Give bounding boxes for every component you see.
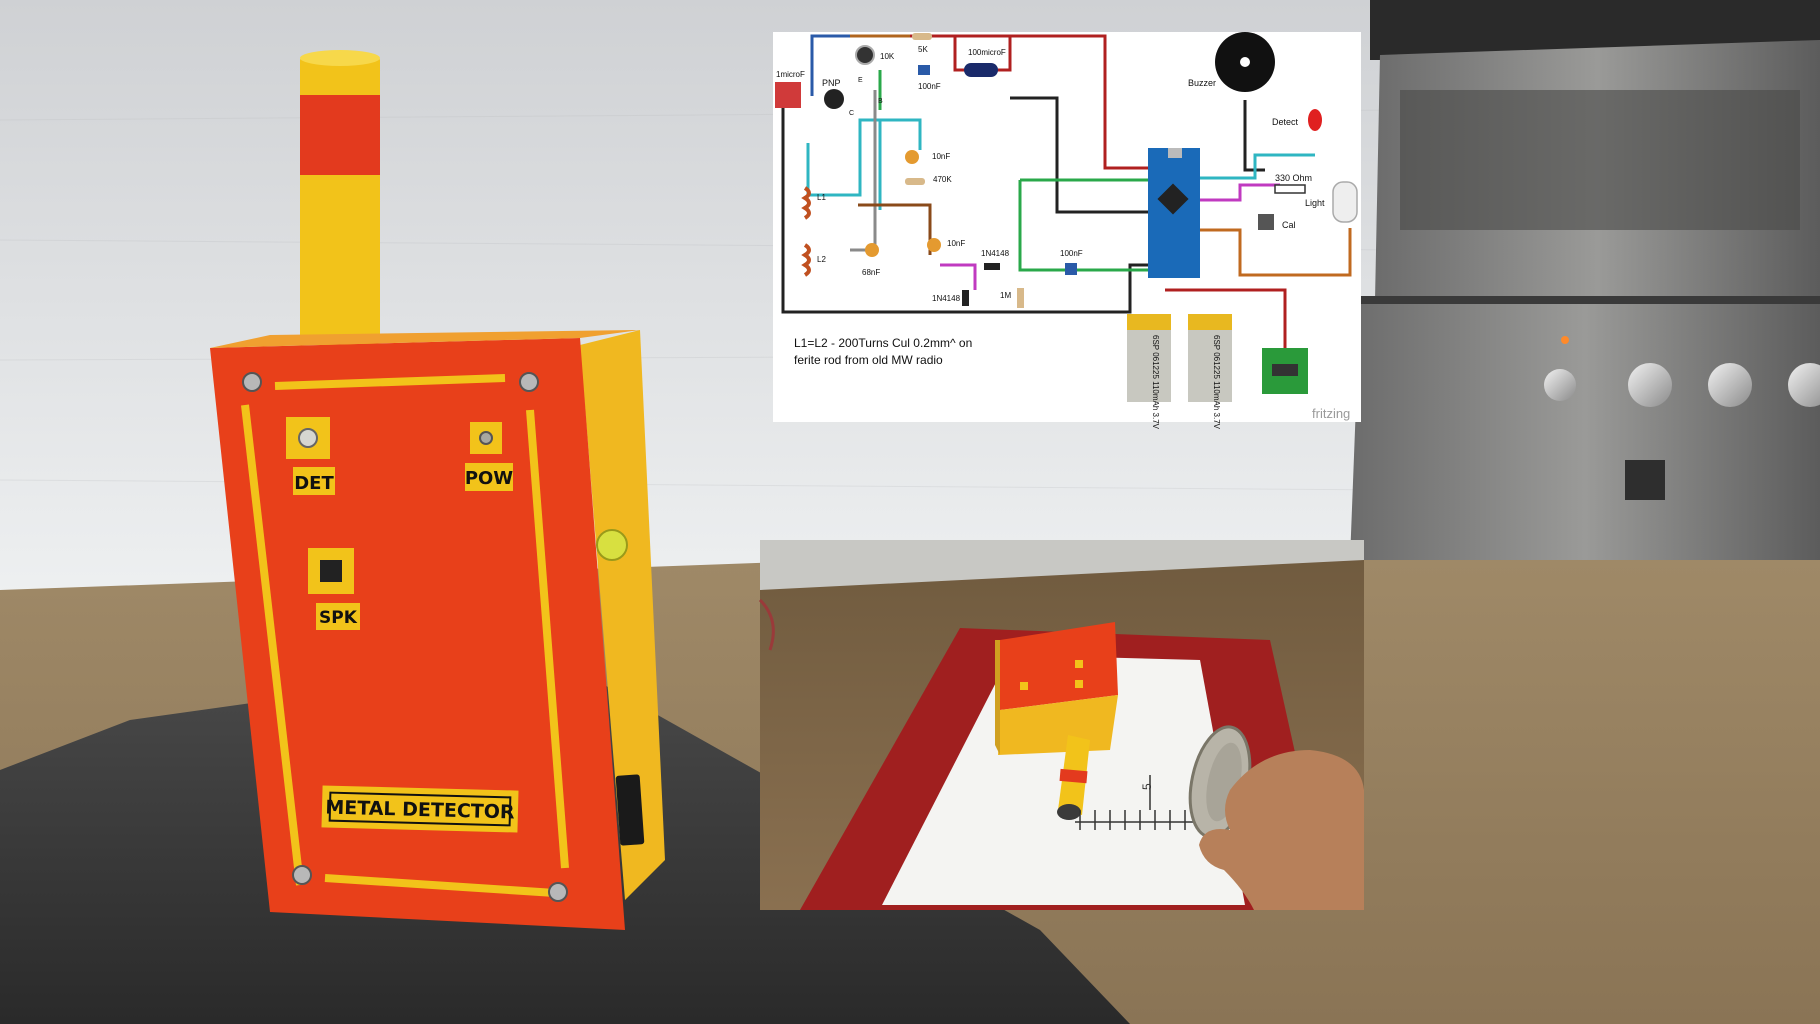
lbl-100nf-top: 100nF — [918, 82, 941, 91]
pow-led — [479, 431, 493, 445]
amp-knob-1 — [1628, 363, 1672, 407]
det-label: DET — [294, 473, 334, 494]
amplifier-stack — [1350, 0, 1820, 560]
cap-100nf-right-icon — [1065, 263, 1077, 275]
resistor-470k-icon — [905, 178, 925, 185]
demo-hand — [1199, 750, 1364, 910]
screw-icon — [292, 865, 312, 885]
lbl-pin-c: C — [849, 110, 854, 117]
lbl-cal: Cal — [1282, 220, 1296, 230]
lbl-detect: Detect — [1272, 117, 1299, 127]
lbl-buzzer: Buzzer — [1188, 78, 1216, 88]
lbl-100microf: 100microF — [968, 48, 1006, 57]
lbl-100nf-right: 100nF — [1060, 249, 1083, 258]
schematic-wires — [781, 34, 1352, 360]
resistor-5k-icon — [912, 33, 932, 40]
schematic-panel: 1microF PNP 10K 5K 100microF 100nF E B C… — [773, 32, 1361, 430]
light-led-icon — [1332, 181, 1358, 223]
lbl-1m: 1M — [1000, 291, 1011, 300]
lbl-light: Light — [1305, 198, 1325, 208]
pnp-transistor-icon — [824, 89, 844, 109]
lbl-10nf-top: 10nF — [932, 152, 950, 161]
screw-icon — [519, 372, 539, 392]
device-title: METAL DETECTOR — [325, 797, 515, 824]
fritzing-watermark: fritzing — [1312, 406, 1350, 421]
front-trim — [241, 374, 569, 897]
spk-label: SPK — [319, 608, 358, 628]
cap-10nf-mid-icon — [927, 238, 941, 252]
lbl-battery-1: 6SP 061225 110mAh 3.7V — [1151, 335, 1160, 430]
lbl-330ohm: 330 Ohm — [1275, 173, 1312, 183]
coil-note-line2: ferite rod from old MW radio — [794, 353, 943, 367]
detect-led-icon — [1308, 109, 1322, 131]
demo-photo: 5 — [758, 540, 1364, 910]
pow-label: POW — [465, 468, 513, 489]
demo-ruler-mark: 5 — [1140, 783, 1154, 790]
power-switch — [615, 774, 645, 846]
lbl-l1: L1 — [817, 193, 826, 202]
amp-knob-2 — [1708, 363, 1752, 407]
amp-power-led — [1561, 336, 1569, 344]
trimpot-10k-icon — [855, 45, 875, 65]
cap-100microf-icon — [964, 63, 998, 77]
lbl-1microf: 1microF — [776, 70, 805, 79]
lbl-pin-b: B — [878, 98, 883, 105]
cap-10nf-top-icon — [905, 150, 919, 164]
lbl-1n4148-a: 1N4148 — [981, 249, 1010, 258]
side-button — [596, 529, 628, 561]
amp-knob-4 — [1544, 369, 1576, 401]
screw-icon — [548, 882, 568, 902]
screw-icon — [242, 372, 262, 392]
cal-button-icon — [1258, 214, 1274, 230]
metal-detector-device: DET POW SPK METAL DETECTOR — [210, 50, 665, 930]
lbl-battery-1-line1: 6SP 061225 110mAh 3.7V — [1151, 335, 1160, 430]
lbl-68nf: 68nF — [862, 268, 880, 277]
lbl-battery-2: 6SP 061225 110mAh 3.7V — [1212, 335, 1221, 430]
coil-note-line1: L1=L2 - 200Turns Cul 0.2mm^ on — [794, 336, 972, 350]
diode-a-icon — [984, 263, 1000, 270]
coil-l1-icon — [801, 186, 811, 220]
cap-100nf-top-icon — [918, 65, 930, 75]
demo-device-top — [1000, 622, 1118, 710]
device-side — [580, 330, 665, 900]
demo-ruler — [1075, 775, 1205, 830]
resistor-1m-icon — [1017, 288, 1024, 308]
lbl-10k: 10K — [880, 52, 895, 61]
lbl-pin-e: E — [858, 77, 863, 84]
c-1microf-icon — [775, 82, 801, 108]
speaker-hole — [320, 560, 342, 582]
cap-68nf-icon — [865, 243, 879, 257]
coil-l2-icon — [801, 243, 811, 277]
resistor-330-icon — [1274, 184, 1306, 194]
det-led — [298, 428, 318, 448]
lbl-pnp: PNP — [822, 78, 841, 88]
lbl-battery-2-line1: 6SP 061225 110mAh 3.7V — [1212, 335, 1221, 430]
lbl-470k: 470K — [933, 175, 952, 184]
lbl-l2: L2 — [817, 255, 826, 264]
amp-knob-3 — [1788, 363, 1820, 407]
lbl-5k: 5K — [918, 45, 928, 54]
lbl-1n4148-b: 1N4148 — [932, 294, 961, 303]
lbl-10nf-mid: 10nF — [947, 239, 965, 248]
diode-b-icon — [962, 290, 969, 306]
